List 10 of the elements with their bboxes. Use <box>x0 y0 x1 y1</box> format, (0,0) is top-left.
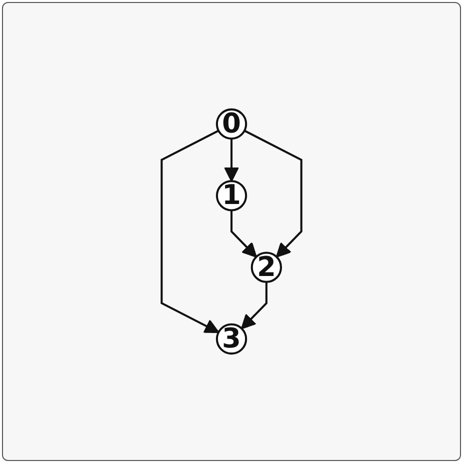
node-circle <box>250 252 282 283</box>
arrow <box>241 282 268 330</box>
arrow <box>244 130 302 258</box>
arrow <box>160 130 220 334</box>
node-circle <box>216 108 248 140</box>
diagram-background: 0 1 2 3 <box>2 2 461 461</box>
node-circle <box>216 180 248 212</box>
arrow <box>230 210 257 258</box>
arrow <box>224 138 239 182</box>
node-circle <box>216 323 248 355</box>
